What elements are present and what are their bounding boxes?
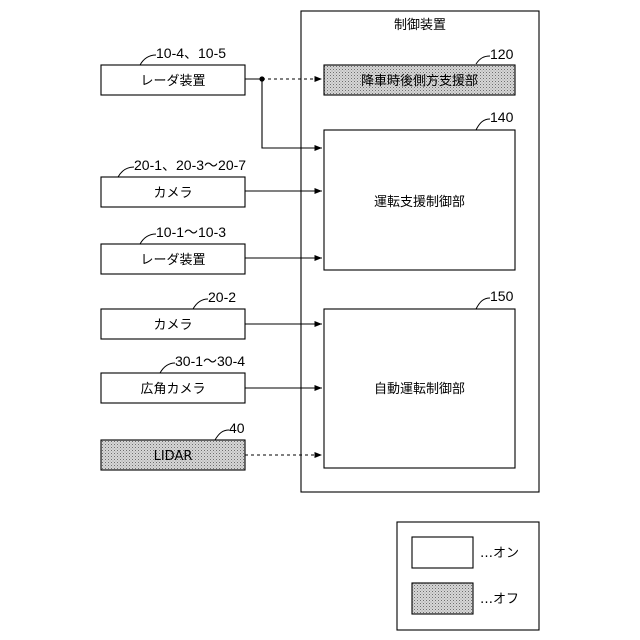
- wire-radar-a-to-driving-support: [262, 79, 322, 148]
- connections: [245, 76, 322, 455]
- legend-on-swatch: [412, 537, 473, 568]
- ref-leader-120: [476, 56, 490, 64]
- ref-camera-b: 20-2: [208, 289, 236, 305]
- ref-lidar: 40: [229, 420, 245, 436]
- lane-change-support-label: 降車時後側方支援部: [361, 73, 478, 89]
- ref-120: 120: [490, 46, 514, 62]
- auto-driving-label: 自動運転制御部: [374, 382, 465, 397]
- driving-support-label: 運転支援制御部: [374, 195, 465, 210]
- ref-leader-camera-b: [193, 299, 208, 309]
- sensor-camera-a: 20-1、20-3～20-7 カメラ: [101, 157, 246, 207]
- unit-lane-change-support: 120 降車時後側方支援部: [324, 46, 515, 95]
- radar-a-label: レーダ装置: [140, 74, 205, 89]
- ref-radar-a: 10-4、10-5: [156, 45, 226, 61]
- radar-b-label: レーダ装置: [140, 253, 205, 268]
- legend-on-label: …オン: [480, 546, 519, 561]
- legend: …オン …オフ: [397, 522, 539, 630]
- unit-auto-driving: 150 自動運転制御部: [324, 288, 515, 468]
- ref-leader-lidar: [215, 430, 229, 440]
- ref-leader-radar-a: [140, 55, 156, 65]
- ref-leader-wide-camera: [160, 363, 175, 373]
- controller-title: 制御装置: [394, 18, 446, 33]
- ref-leader-150: [476, 298, 490, 309]
- ref-wide-camera: 30-1～30-4: [175, 353, 245, 369]
- ref-radar-b: 10-1～10-3: [156, 224, 226, 240]
- sensor-wide-camera: 30-1～30-4 広角カメラ: [101, 353, 245, 403]
- ref-leader-radar-b: [140, 234, 156, 244]
- ref-leader-camera-a: [118, 167, 134, 177]
- ref-leader-140: [476, 119, 490, 130]
- ref-camera-a: 20-1、20-3～20-7: [134, 157, 246, 173]
- unit-driving-support: 140 運転支援制御部: [324, 109, 515, 270]
- wide-camera-label: 広角カメラ: [140, 382, 205, 397]
- camera-b-label: カメラ: [153, 318, 192, 333]
- sensor-camera-b: 20-2 カメラ: [101, 289, 245, 339]
- ref-140: 140: [490, 109, 514, 125]
- sensor-radar-b: 10-1～10-3 レーダ装置: [101, 224, 245, 274]
- sensor-lidar: 40 LIDAR: [101, 420, 245, 470]
- sensor-radar-a: 10-4、10-5 レーダ装置: [101, 45, 245, 95]
- legend-off-label: …オフ: [480, 592, 519, 607]
- legend-off-swatch: [412, 583, 473, 614]
- lidar-label: LIDAR: [154, 449, 193, 464]
- ref-150: 150: [490, 288, 514, 304]
- camera-a-label: カメラ: [153, 186, 192, 201]
